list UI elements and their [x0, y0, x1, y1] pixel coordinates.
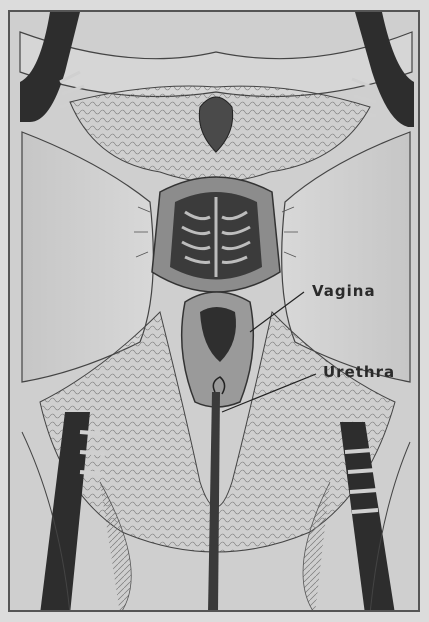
gloved-hand-lower-left [40, 412, 90, 612]
anatomical-illustration [10, 12, 420, 612]
catheter-tube [208, 392, 220, 612]
urethra-label: Urethra [323, 363, 395, 381]
illustration-plate: Vagina Urethra [8, 10, 420, 612]
vagina-label: Vagina [312, 282, 376, 300]
